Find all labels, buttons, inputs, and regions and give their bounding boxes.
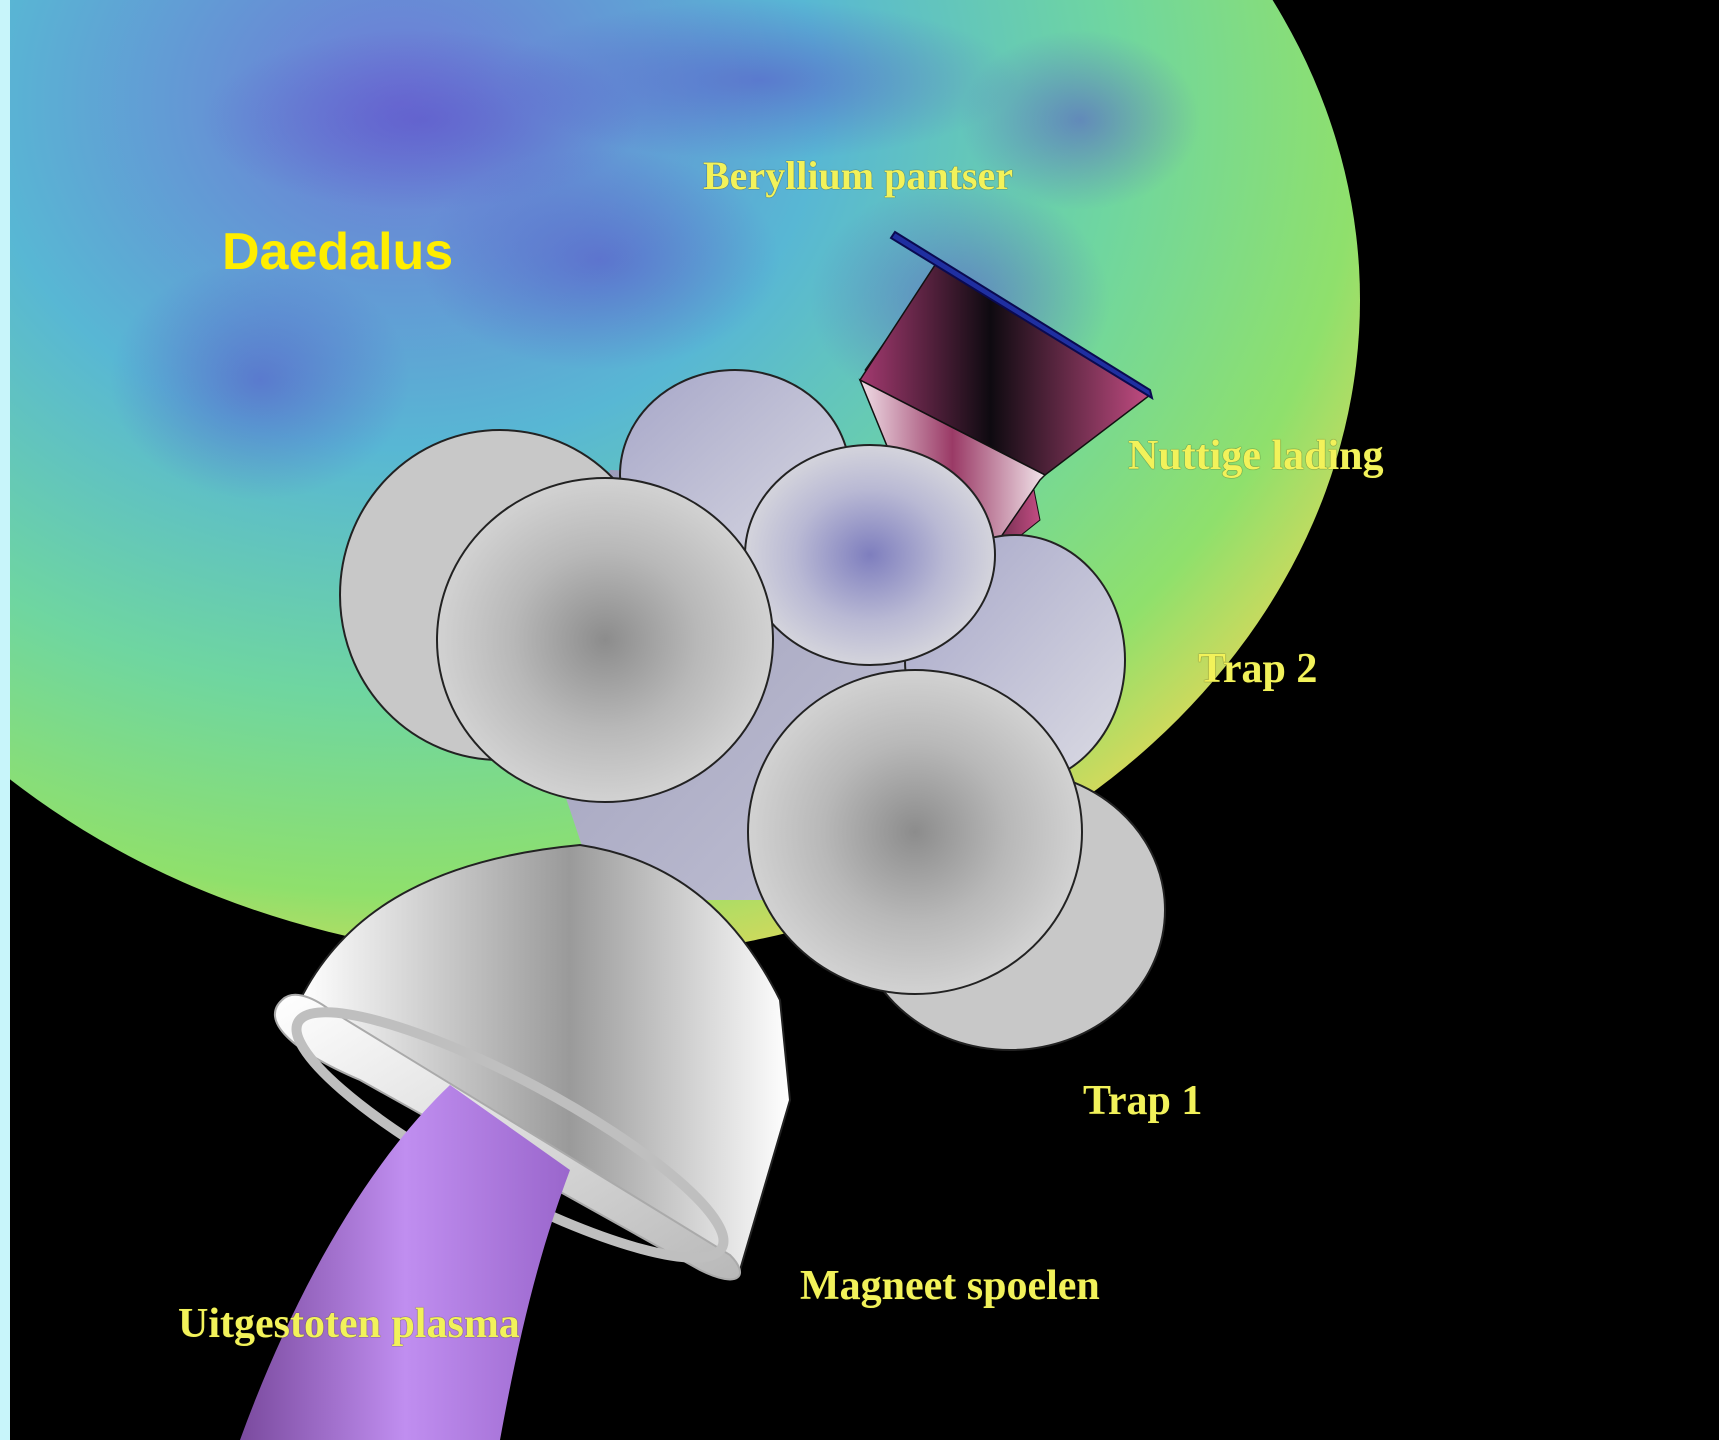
diagram-title: Daedalus [222,222,453,282]
label-beryllium-shield: Beryllium pantser [703,152,1013,199]
label-plasma: Uitgestoten plasma [178,1300,520,1348]
label-payload: Nuttige lading [1128,432,1384,480]
label-magnet-coils: Magneet spoelen [800,1262,1100,1310]
label-stage-2: Trap 2 [1198,645,1317,693]
label-stage-1: Trap 1 [1083,1077,1202,1125]
